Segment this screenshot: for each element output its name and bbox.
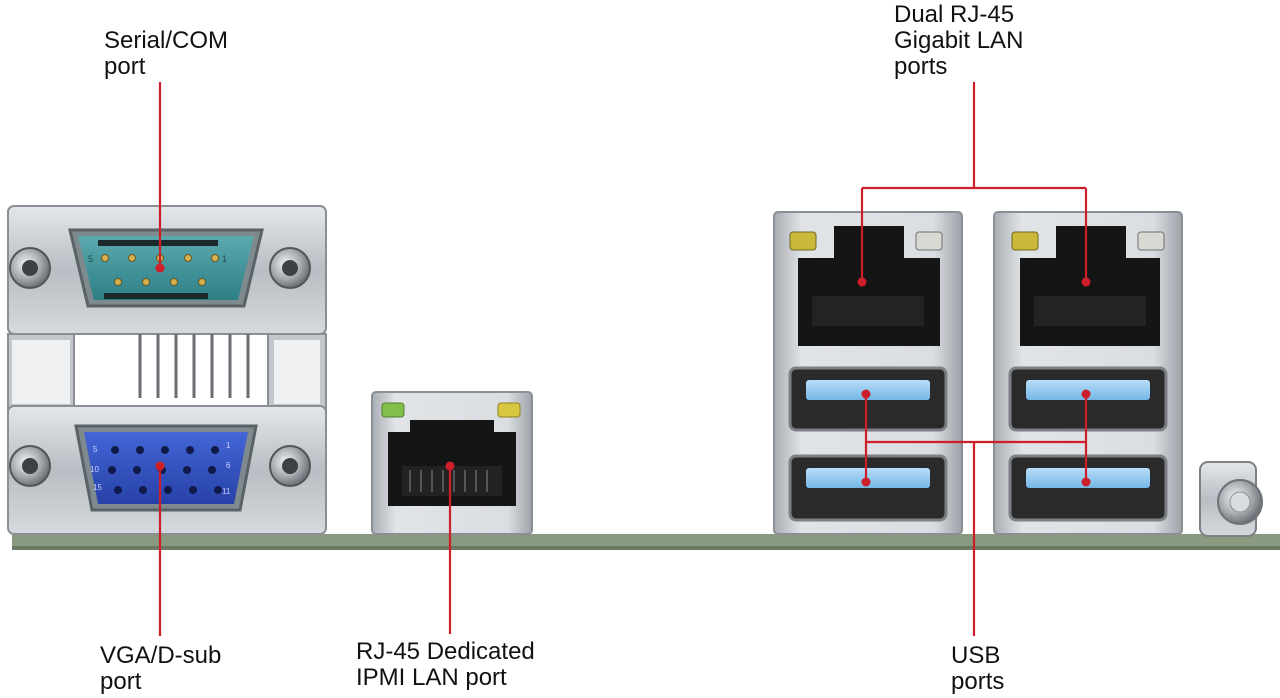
led-icon (1137, 231, 1165, 251)
yellow-led-icon (789, 231, 817, 251)
lan-usb-stack-left (773, 211, 963, 535)
vga-dsub-label-line: VGA/D-sub (100, 642, 222, 669)
db9-pin-label: 1 (222, 254, 227, 264)
vga-pin-label: 5 (93, 445, 98, 454)
dual-rj45-lan-label-line: Dual RJ-45 (894, 1, 1015, 28)
leader-dots (155, 263, 1091, 487)
leader-lines (158, 82, 1088, 636)
serial-com-label-line: port (104, 53, 146, 80)
dual-rj45-lan-label-line: ports (894, 53, 948, 80)
vga-dsub-label-line: port (100, 668, 142, 695)
serial-com-label-line: Serial/COM (104, 27, 229, 54)
serial-com-connector: 5 1 (7, 205, 327, 335)
pcb-edge (12, 546, 1280, 550)
serial-com-label: Serial/COM port (104, 28, 228, 80)
yellow-led-icon (1011, 231, 1039, 251)
green-led-icon (381, 402, 405, 418)
ipmi-lan-label-line: RJ-45 Dedicated (356, 638, 535, 665)
connector-bracket (7, 333, 327, 411)
ipmi-lan-label-line: IPMI LAN port (356, 664, 507, 691)
usb-ports-label: USB ports (951, 643, 1004, 695)
usb-ports-label-line: ports (951, 668, 1005, 695)
vga-pin-label: 10 (90, 465, 99, 474)
standoff-icon (1199, 461, 1263, 537)
ipmi-lan-label: RJ-45 Dedicated IPMI LAN port (356, 639, 535, 691)
led-icon (915, 231, 943, 251)
vga-pin-label: 11 (222, 487, 231, 496)
vga-dsub-connector: 5 1 6 10 15 11 (7, 405, 327, 535)
db9-pin-label: 5 (88, 254, 93, 264)
lan-leader-line (860, 82, 1088, 282)
yellow-led-icon (497, 402, 521, 418)
lan-usb-stack-right (993, 211, 1183, 535)
usb-leader-line (864, 394, 1088, 636)
vga-dsub-label: VGA/D-sub port (100, 643, 221, 695)
usb-ports-label-line: USB (951, 642, 1001, 669)
vga-pin-label: 1 (226, 441, 231, 450)
vga-pin-label: 15 (93, 483, 102, 492)
dual-rj45-lan-label-line: Gigabit LAN (894, 27, 1024, 54)
vga-pin-label: 6 (226, 461, 231, 470)
dual-rj45-lan-label: Dual RJ-45 Gigabit LAN ports (894, 2, 1023, 80)
